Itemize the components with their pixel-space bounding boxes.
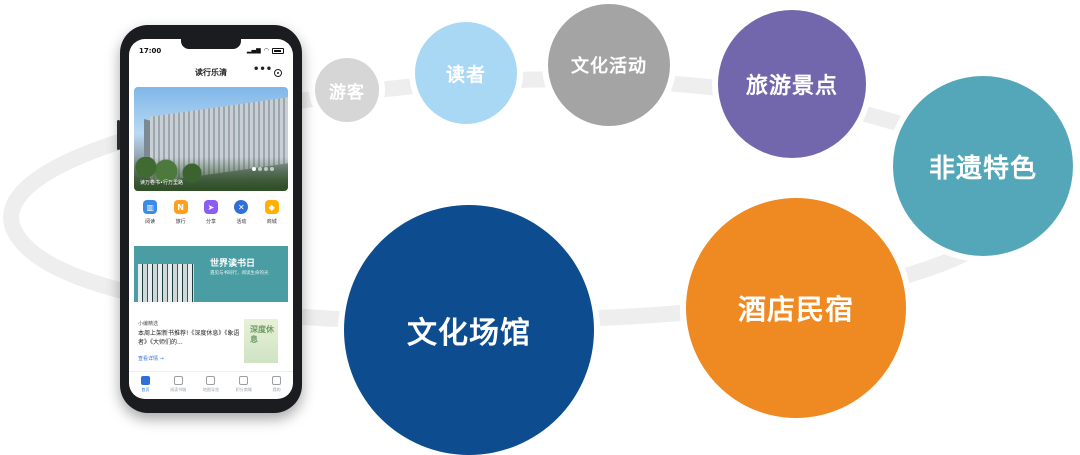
wifi-icon: ◠ [263, 47, 269, 54]
bottom-tab-bar: 首页 阅读书城 地图导览 积分商城 我的 [129, 371, 293, 399]
tab-label: 首页 [141, 387, 150, 392]
banner-pagination[interactable] [252, 167, 274, 171]
banner-dot[interactable] [270, 167, 274, 171]
signal-icon: ▂▄▆ [246, 47, 261, 54]
more-menu-icon[interactable]: ••• [253, 64, 273, 75]
bubble-reader: 读者 [415, 22, 517, 124]
tab-bookstore[interactable]: 阅读书城 [163, 376, 193, 399]
phone-side-button [117, 120, 120, 150]
tab-label: 地图导览 [202, 387, 219, 392]
battery-icon [272, 48, 284, 54]
mall-icon: ◆ [264, 200, 279, 214]
quick-menu-label: 商城 [266, 219, 277, 225]
view-details-link[interactable]: 查看详情 → [138, 356, 164, 362]
activity-icon: ✕ [234, 200, 249, 214]
bubble-cultural-venues: 文化场馆 [344, 205, 594, 455]
tab-label: 阅读书城 [170, 387, 187, 392]
banner-dot[interactable] [258, 167, 262, 171]
travel-icon: N [173, 200, 188, 214]
phone-screen: 17:00 ▂▄▆ ◠ 读行乐清 ••• 读万卷书•行万里路 ▥阅 [129, 39, 293, 399]
phone-notch [181, 39, 241, 49]
bubble-intangible-heritage: 非遗特色 [893, 76, 1073, 256]
tab-points-mall[interactable]: 积分商城 [229, 376, 259, 399]
quick-menu: ▥ 阅读 N 旅行 ➤ 分享 ✕ 活动 ◆ 商城 [129, 197, 293, 241]
trees-image [134, 157, 288, 191]
bubble-cultural-activities: 文化活动 [548, 4, 670, 126]
close-capsule-icon[interactable] [274, 69, 282, 77]
quick-menu-item-book[interactable]: ▥ 阅读 [136, 197, 164, 241]
tab-label: 我的 [272, 387, 281, 392]
bookshelf-image [138, 264, 194, 302]
bookstore-icon [173, 376, 183, 385]
quick-menu-item-activity[interactable]: ✕ 活动 [227, 197, 255, 241]
promo-banner[interactable]: 世界读书日 遇见与书同行，阅读生命的光 [134, 246, 288, 302]
banner-dot[interactable] [264, 167, 268, 171]
book-cover-title: 深度休息 [250, 325, 274, 344]
app-title: 读行乐清 [195, 68, 227, 77]
phone-mockup: 17:00 ▂▄▆ ◠ 读行乐清 ••• 读万卷书•行万里路 ▥阅 [117, 25, 302, 413]
status-bar: 17:00 ▂▄▆ ◠ [129, 39, 293, 61]
bubble-hotels-homestays: 酒店民宿 [686, 198, 906, 418]
quick-menu-item-travel[interactable]: N 旅行 [167, 197, 195, 241]
promo-subtitle: 遇见与书同行，阅读生命的光 [210, 271, 269, 276]
banner-caption: 读万卷书•行万里路 [140, 180, 183, 186]
profile-icon [272, 376, 282, 385]
editor-pick-card[interactable]: 小编精选 本周上架新书推荐!《深度休息》《象语者》《大师们的... 查看详情 →… [134, 305, 288, 369]
nav-bar: 读行乐清 ••• [129, 61, 293, 83]
tab-map-guide[interactable]: 地图导览 [196, 376, 226, 399]
status-time: 17:00 [139, 47, 162, 55]
banner-dot[interactable] [252, 167, 256, 171]
promo-title: 世界读书日 [210, 259, 256, 269]
quick-menu-label: 活动 [236, 219, 247, 225]
hero-banner[interactable]: 读万卷书•行万里路 [134, 87, 288, 191]
quick-menu-item-share[interactable]: ➤ 分享 [197, 197, 225, 241]
quick-menu-label: 旅行 [175, 219, 186, 225]
share-icon: ➤ [203, 200, 218, 214]
points-mall-icon [239, 376, 249, 385]
book-cover-image[interactable]: 深度休息 [244, 319, 278, 363]
map-guide-icon [206, 376, 216, 385]
book-icon: ▥ [143, 200, 158, 214]
tab-label: 积分商城 [235, 387, 252, 392]
editor-pick-text: 本周上架新书推荐!《深度休息》《象语者》《大师们的... [138, 330, 240, 346]
quick-menu-label: 分享 [205, 219, 216, 225]
home-icon [140, 376, 150, 385]
tab-home[interactable]: 首页 [130, 376, 160, 399]
tab-profile[interactable]: 我的 [262, 376, 292, 399]
quick-menu-item-mall[interactable]: ◆ 商城 [258, 197, 286, 241]
bubble-tourist: 游客 [315, 58, 379, 122]
quick-menu-label: 阅读 [145, 219, 156, 225]
bubble-scenic-spots: 旅游景点 [718, 10, 866, 158]
editor-pick-tag: 小编精选 [138, 321, 159, 327]
status-icons: ▂▄▆ ◠ [247, 47, 284, 54]
